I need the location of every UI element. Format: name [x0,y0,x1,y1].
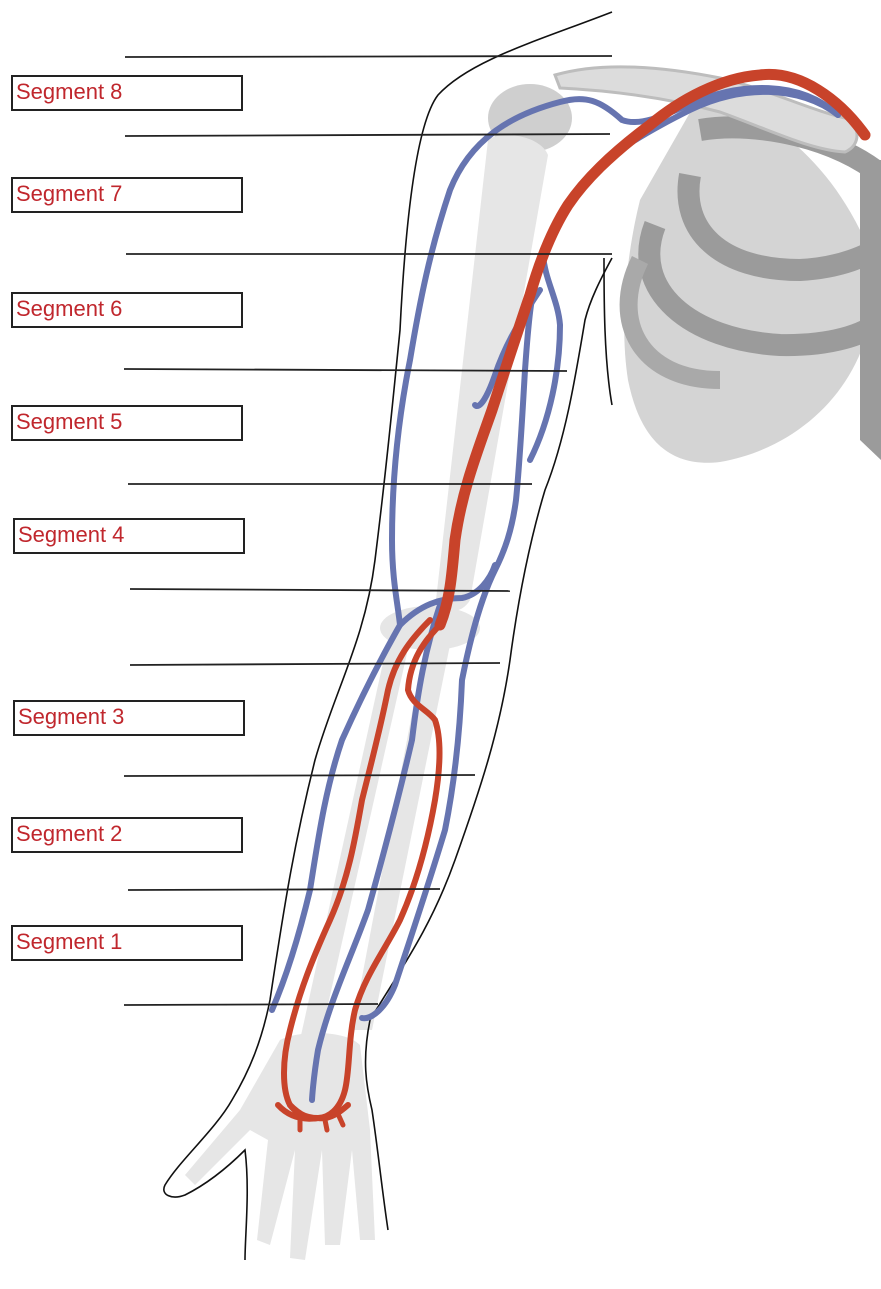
segment-8-label-box: Segment 8 [11,75,243,111]
segment-3-label: Segment 3 [18,703,124,731]
segment-5-label: Segment 5 [16,408,122,436]
segment-divider [124,775,475,776]
segment-5-label-box: Segment 5 [11,405,243,441]
segment-7-label: Segment 7 [16,180,122,208]
spine [860,160,881,460]
segment-3-label-box: Segment 3 [13,700,245,736]
segment-1-label-box: Segment 1 [11,925,243,961]
segment-2-label: Segment 2 [16,820,122,848]
segment-2-label-box: Segment 2 [11,817,243,853]
segment-divider [128,889,440,890]
segment-8-label: Segment 8 [16,78,122,106]
segment-4-label: Segment 4 [18,521,124,549]
segment-6-label-box: Segment 6 [11,292,243,328]
torso-outline [604,258,612,405]
segment-4-label-box: Segment 4 [13,518,245,554]
segment-7-label-box: Segment 7 [11,177,243,213]
segment-divider [124,1004,378,1005]
segment-6-label: Segment 6 [16,295,122,323]
digital-artery [325,1120,327,1130]
segment-1-label: Segment 1 [16,928,122,956]
segment-divider [125,56,612,57]
